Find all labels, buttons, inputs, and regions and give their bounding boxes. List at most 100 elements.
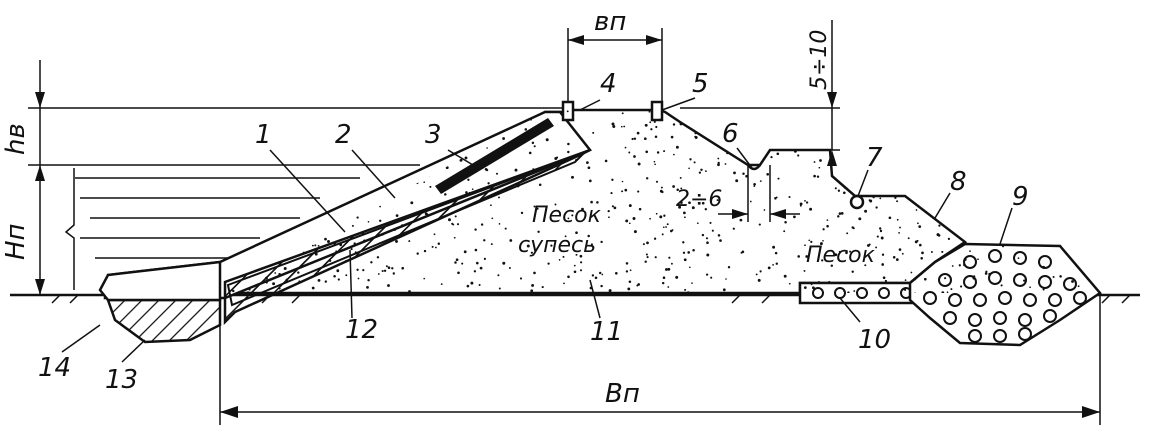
sand-grain [625,262,629,265]
sand-grain [530,289,534,293]
core-material-label: Песок [532,203,602,228]
sand-grain [1076,233,1079,237]
sand-grain [587,234,590,238]
sand-grain [491,217,494,220]
sand-grain [805,255,809,258]
sand-grain [811,286,815,290]
sand-grain [890,147,893,150]
sand-grain [374,159,377,163]
sand-grain [642,243,645,246]
sand-grain [546,124,549,127]
sand-grain [638,207,642,211]
sand-grain [536,207,539,210]
sand-grain [892,163,895,166]
callout-6: 6 [722,119,739,149]
sand-grain [886,172,889,176]
sand-grain [847,120,850,123]
sand-grain [1062,231,1066,234]
offset-arrow-up [827,150,837,166]
sand-grain [476,131,480,135]
sand-grain [601,273,604,276]
sand-grain [632,217,636,220]
sand-grain [670,135,674,139]
sand-grain [849,250,852,253]
toe-block [106,298,222,344]
sand-grain [329,199,332,202]
sand-grain [679,176,682,179]
sand-grain [357,277,360,280]
sand-grain [336,269,340,273]
sand-grain [901,252,904,255]
sand-grain [300,112,303,116]
sand-grain [901,174,904,177]
sand-grain [980,190,983,193]
sand-grain [637,190,640,193]
sand-grain [797,255,800,258]
dim-arrow-top [35,92,45,108]
sand-grain [1037,179,1041,183]
sand-grain [384,110,387,112]
sand-grain [1067,154,1071,158]
sand-grain [828,280,831,283]
sand-grain [344,111,348,114]
sand-grain [766,172,770,176]
sand-grain [1097,149,1100,152]
sand-grain [370,126,373,129]
sand-grain [808,239,811,242]
sand-grain [716,199,719,202]
sand-grain [231,186,234,189]
sand-grain [914,240,918,244]
sand-grain [960,285,963,288]
sand-grain [984,272,988,275]
sand-grain [653,160,656,163]
sand-grain [261,115,265,119]
sand-grain [751,110,754,112]
sand-grain [277,199,280,203]
sand-grain [283,114,287,117]
sand-grain [895,258,899,261]
sand-grain [985,210,988,213]
sand-grain [246,291,250,293]
sand-grain [658,118,661,121]
sand-grain [1017,257,1020,259]
sand-grain [937,234,941,237]
sand-grain [701,233,705,237]
sand-grain [656,151,660,154]
sand-grain [412,144,416,148]
sand-grain [538,183,542,186]
sand-grain [445,166,449,170]
sand-grain [912,160,915,163]
sand-grain [698,171,702,174]
sand-grain [759,180,762,182]
sand-grain [319,198,323,202]
sand-grain [637,162,641,166]
sand-grain [757,278,761,282]
sand-grain [799,202,803,206]
sand-grain [367,278,370,282]
sand-grain [961,119,964,122]
sand-grain [1086,229,1089,232]
sand-grain [356,268,359,271]
callout-4: 4 [600,69,617,99]
sand-grain [533,271,536,275]
sand-grain [592,131,595,134]
sand-grain [288,134,291,137]
sand-grain [1071,125,1074,128]
sand-grain [554,157,558,160]
sand-grain [254,172,257,174]
sand-grain [416,252,419,255]
sand-grain [541,286,544,289]
sand-grain [464,156,468,160]
sand-grain [440,283,443,286]
sand-grain [1077,285,1080,288]
concrete-plate [435,118,554,194]
sand-grain [954,142,957,145]
sand-grain [474,248,478,252]
sand-grain [1050,151,1054,155]
sand-grain [706,241,709,244]
sand-grain [896,200,899,203]
sand-grain [591,274,595,277]
sand-grain [600,240,603,244]
sand-grain [444,153,448,156]
sand-grain [950,288,953,291]
